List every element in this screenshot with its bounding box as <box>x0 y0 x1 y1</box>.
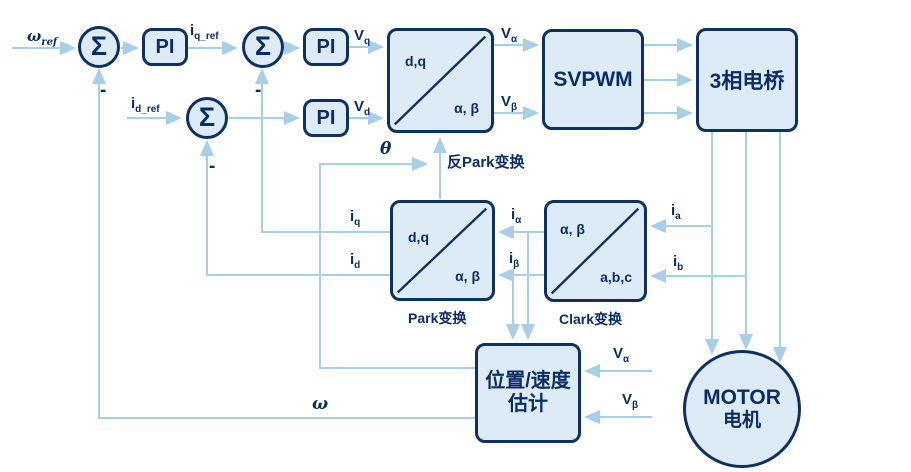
ia-label: ia <box>671 202 681 222</box>
pi-label: PI <box>316 35 336 58</box>
wire-iq-feedback <box>255 68 390 233</box>
ib-label: ib <box>673 253 684 273</box>
invpark-caption: 反Park变换 <box>447 154 525 171</box>
motor-line2: 电机 <box>722 410 761 432</box>
clark-transform-block: α, β a,b,c <box>544 200 647 302</box>
pi-controller-speed: PI <box>142 28 188 66</box>
valpha-label-est: Vα <box>613 345 630 365</box>
svpwm-label: SVPWM <box>553 67 633 91</box>
clark-alphabeta-label: α, β <box>560 221 585 237</box>
theta-label: θ <box>380 139 392 159</box>
ibeta-label: iβ <box>509 250 520 270</box>
iq-label: iq <box>350 208 361 228</box>
estimator-line1: 位置/速度 <box>485 370 571 392</box>
minus-sign-id: - <box>209 156 216 177</box>
estimator-line2: 估计 <box>508 393 548 415</box>
sigma-symbol: Σ <box>254 30 272 61</box>
vbeta-label-est: Vβ <box>622 391 639 411</box>
clark-caption: Clark变换 <box>559 311 623 327</box>
pi-controller-iq: PI <box>303 28 349 66</box>
svpwm-block: SVPWM <box>542 29 644 130</box>
omega-ref-label: ωref <box>27 27 58 48</box>
pi-label: PI <box>155 35 175 58</box>
id-ref-label: id_ref <box>131 95 160 115</box>
sigma-symbol: Σ <box>198 101 216 132</box>
wire-id-feedback <box>200 140 390 276</box>
sum-junction-id: Σ <box>186 97 228 139</box>
inverse-park-transform-block: d,q α, β <box>387 28 494 133</box>
vq-label: Vq <box>354 27 371 47</box>
sum-junction-iq: Σ <box>242 26 284 68</box>
wire-omega-feedback <box>92 68 475 419</box>
pi-label: PI <box>316 106 336 129</box>
park-alphabeta-label: α, β <box>455 268 480 284</box>
vbeta-label-top: Vβ <box>501 93 518 113</box>
motor-circle: MOTOR 电机 <box>683 350 801 468</box>
wire-theta-out <box>319 157 475 369</box>
clark-abc-label: a,b,c <box>600 269 632 285</box>
ialpha-label: iα <box>511 206 522 226</box>
bridge-label: 3相电桥 <box>709 70 785 93</box>
three-phase-bridge-block: 3相电桥 <box>696 28 798 132</box>
park-caption: Park变换 <box>408 310 467 326</box>
iq-ref-label: iq_ref <box>190 22 219 42</box>
vd-label: Vd <box>354 98 371 118</box>
omega-label: ω <box>312 394 329 414</box>
minus-sign-speed: - <box>100 80 107 101</box>
diagonal-divider <box>550 207 640 295</box>
diagonal-divider <box>397 207 488 294</box>
invpark-alphabeta-label: α, β <box>454 100 479 116</box>
invpark-dq-label: d,q <box>405 53 426 69</box>
id-label: id <box>350 251 361 271</box>
sum-junction-speed: Σ <box>78 26 120 68</box>
motor-line1: MOTOR <box>703 386 781 409</box>
pi-controller-id: PI <box>303 99 349 137</box>
park-transform-block: d,q α, β <box>390 200 495 301</box>
sigma-symbol: Σ <box>90 30 108 61</box>
position-speed-estimator-block: 位置/速度 估计 <box>475 343 581 443</box>
diagonal-divider <box>393 35 487 126</box>
minus-sign-iq: - <box>255 80 262 101</box>
park-dq-label: d,q <box>408 229 429 245</box>
valpha-label-top: Vα <box>501 25 518 45</box>
